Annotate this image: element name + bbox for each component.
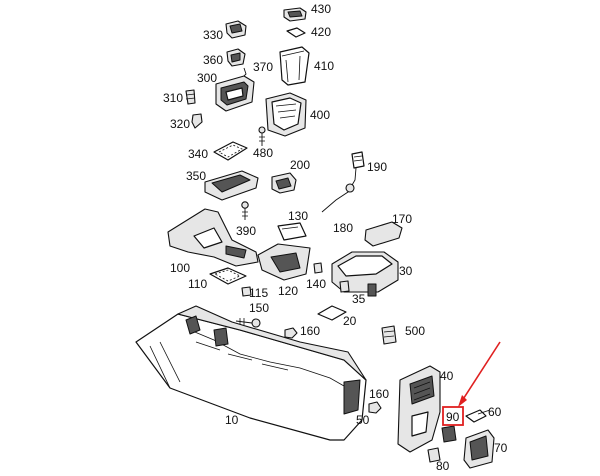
highlight-box-90	[442, 406, 464, 426]
part-300-lid	[215, 75, 255, 112]
part-70-module	[463, 429, 495, 469]
callout-360: 360	[203, 53, 223, 67]
part-320-clip	[191, 113, 203, 129]
part-310-pin	[185, 89, 196, 105]
part-420-pad	[286, 27, 306, 38]
callout-340: 340	[188, 147, 208, 161]
part-400-cup-holder	[265, 92, 307, 137]
callout-480: 480	[253, 146, 273, 160]
callout-40: 40	[440, 369, 454, 383]
highlight-arrowhead	[458, 395, 467, 407]
highlight-arrow	[459, 341, 501, 405]
callout-410: 410	[314, 59, 334, 73]
part-160-nut-lower	[368, 401, 382, 414]
callout-350: 350	[186, 169, 206, 183]
part-330-cover	[225, 20, 247, 39]
part-90-socket	[441, 425, 457, 443]
callout-110: 110	[188, 277, 207, 291]
part-40-rear-panel	[397, 365, 441, 453]
callout-70: 70	[494, 441, 508, 455]
callout-115: 115	[249, 286, 268, 300]
part-180-cable	[321, 167, 357, 213]
callout-160-upper: 160	[300, 324, 320, 338]
part-10-console-body	[135, 305, 367, 441]
callout-150: 150	[249, 301, 269, 315]
callout-300: 300	[197, 71, 217, 85]
callout-90: 90	[446, 410, 460, 424]
part-350-tray	[204, 170, 259, 201]
part-115-clip	[241, 286, 252, 297]
callout-140: 140	[306, 277, 326, 291]
part-200-bracket	[271, 172, 297, 194]
part-480-screw	[258, 126, 266, 146]
callout-30: 30	[399, 264, 413, 278]
callout-310: 310	[163, 91, 183, 105]
part-120-cup-insert	[257, 243, 311, 281]
part-430-clip	[283, 7, 307, 22]
callout-80: 80	[436, 459, 450, 473]
callout-20: 20	[343, 314, 357, 328]
callout-430: 430	[311, 2, 331, 16]
callout-100: 100	[170, 261, 190, 275]
part-190-connector	[351, 151, 365, 169]
callout-390: 390	[236, 224, 256, 238]
part-140-clip	[313, 262, 323, 274]
part-110-mat	[209, 267, 247, 285]
callout-130: 130	[288, 209, 308, 223]
part-60-bracket	[465, 409, 491, 423]
part-130-surround	[277, 222, 307, 241]
callout-160-lower: 160	[369, 387, 389, 401]
part-35-clip	[339, 280, 350, 293]
callout-200: 200	[290, 158, 310, 172]
callout-330: 330	[203, 28, 223, 42]
callout-420: 420	[311, 25, 331, 39]
callout-10: 10	[225, 413, 239, 427]
callout-170: 170	[392, 212, 412, 226]
callout-500: 500	[405, 324, 425, 338]
callout-190: 190	[367, 160, 387, 174]
part-170-pad	[364, 221, 403, 247]
callout-35: 35	[352, 292, 366, 306]
part-500-switch	[381, 325, 397, 345]
part-80-clip	[427, 447, 441, 463]
part-20-mat	[317, 305, 347, 321]
part-360-latch	[226, 48, 246, 67]
part-160-nut	[284, 327, 298, 339]
part-410-cup-liner	[279, 46, 310, 86]
part-100-upper-trim	[167, 208, 259, 267]
part-150-screw	[235, 318, 261, 328]
callout-50: 50	[356, 413, 370, 427]
callout-60: 60	[488, 405, 502, 419]
callout-400: 400	[310, 108, 330, 122]
part-390-screw	[241, 201, 249, 220]
callout-370: 370	[253, 60, 273, 74]
callout-320: 320	[170, 117, 190, 131]
callout-180: 180	[333, 221, 353, 235]
callout-120: 120	[278, 284, 298, 298]
part-340-mat	[213, 141, 248, 161]
